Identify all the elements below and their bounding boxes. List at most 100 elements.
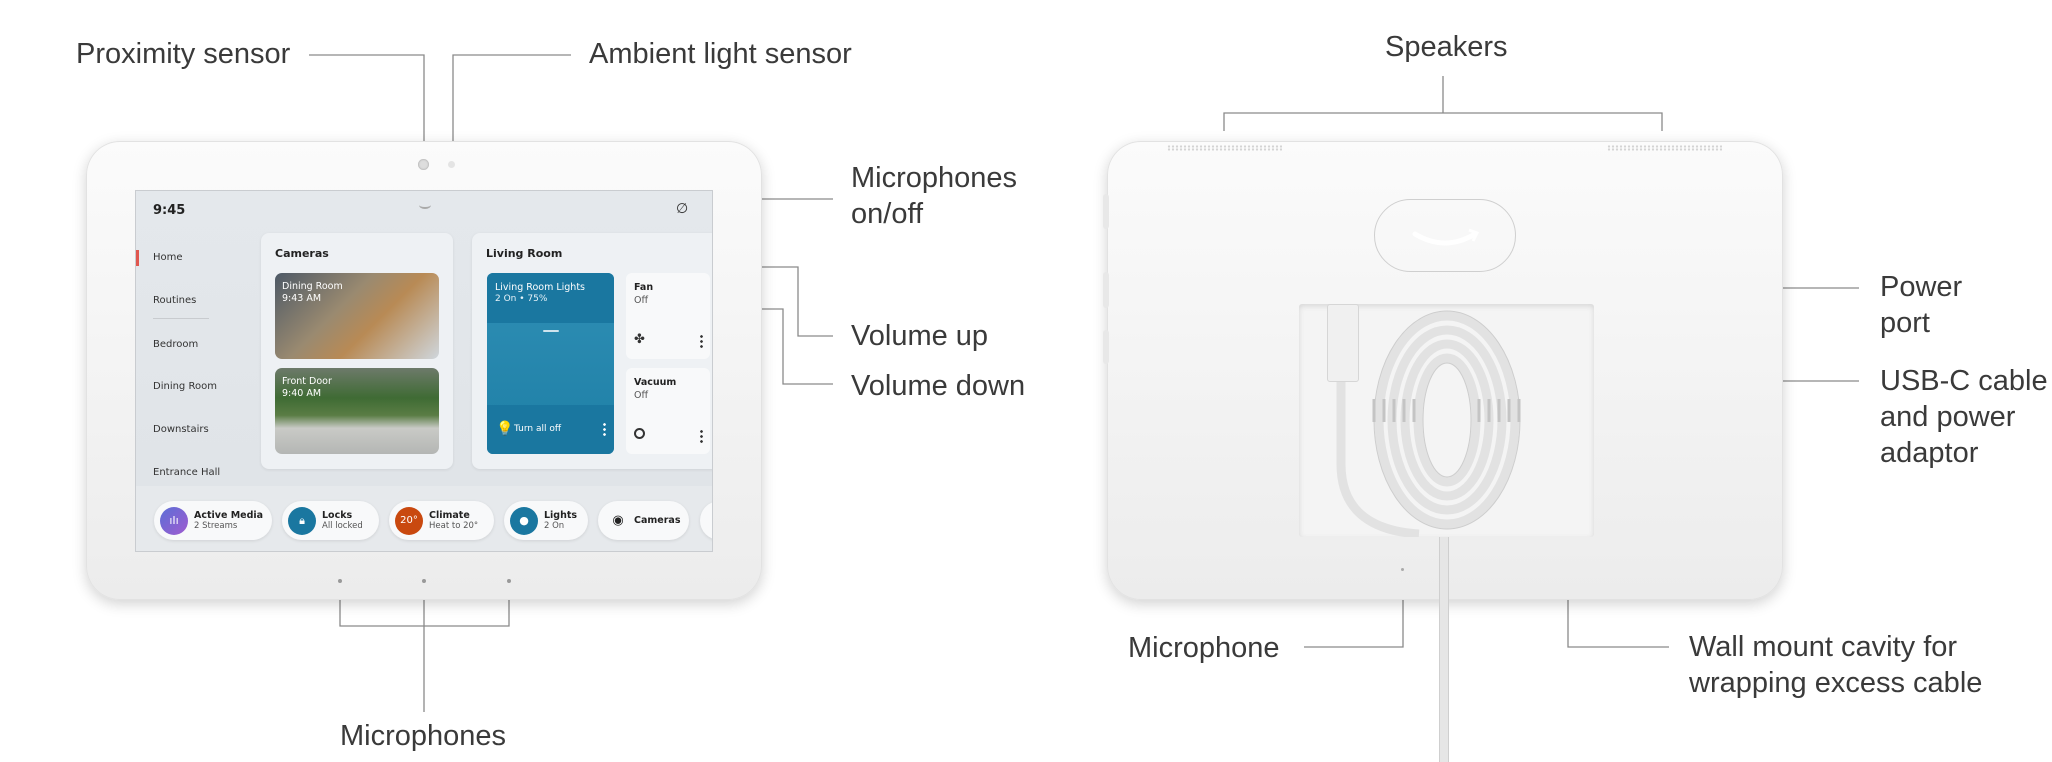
label-power-port: Power port: [1880, 269, 1962, 341]
label-line: Microphones: [851, 162, 1018, 194]
microphone-hole: [1401, 568, 1404, 571]
nav-bedroom[interactable]: Bedroom: [153, 339, 199, 350]
lock-icon: 🔒︎: [288, 506, 316, 535]
chip-sub: 2 Streams: [194, 520, 238, 531]
vacuum-status: Off: [634, 390, 649, 401]
camera-feed-time: 9:43 AM: [282, 293, 322, 304]
label-line: Power: [1880, 271, 1963, 303]
chip-title: Climate: [429, 509, 470, 521]
mic-toggle-button: [1103, 194, 1109, 229]
amazon-logo-plate: [1374, 199, 1516, 272]
nav-entrance-hall[interactable]: Entrance Hall: [153, 467, 221, 478]
label-volume-down: Volume down: [851, 370, 1026, 402]
label-speakers: Speakers: [1385, 31, 1508, 63]
thermostat-badge: 20°: [395, 506, 423, 535]
label-volume-up: Volume up: [851, 320, 989, 352]
lights-footer: [487, 405, 614, 454]
label-microphones-onoff: Microphones on/off: [851, 160, 1017, 232]
label-microphones: Microphones: [340, 720, 507, 752]
ambient-sensor-dot: [448, 161, 455, 168]
nav-divider: [153, 318, 209, 319]
fan-status: Off: [634, 295, 649, 306]
turn-all-off-button[interactable]: Turn all off: [514, 424, 562, 434]
lights-status: 2 On • 75%: [495, 294, 548, 304]
lightbulb-icon: ●: [510, 506, 538, 535]
nav-routines[interactable]: Routines: [153, 295, 197, 306]
nav-active-indicator: [136, 250, 139, 266]
device-back: [1103, 141, 1783, 600]
chip-sub: 2 On: [544, 520, 565, 531]
chip-title: Lights: [544, 509, 578, 521]
camera-icon: ◉: [612, 513, 624, 528]
nav-dining-room[interactable]: Dining Room: [153, 381, 217, 392]
volume-up-leader: [762, 266, 833, 337]
mic-hole: [422, 579, 426, 583]
ambient-leader: [452, 54, 571, 157]
lights-tile[interactable]: Living Room Lights 2 On • 75% 💡 Turn all…: [487, 273, 614, 454]
proximity-leader: [309, 54, 425, 157]
volume-down-button: [1103, 330, 1109, 364]
chip-cameras[interactable]: ◉ Cameras: [598, 501, 689, 540]
nav-downstairs[interactable]: Downstairs: [153, 424, 209, 435]
lightbulb-icon: 💡: [496, 421, 514, 437]
label-proximity-sensor: Proximity sensor: [76, 38, 291, 70]
label-line: USB-C cable: [1880, 365, 2048, 397]
label-line: and power: [1880, 401, 2016, 433]
speaker-grille-right: [1607, 145, 1722, 151]
cameras-card-title: Cameras: [275, 247, 329, 260]
volume-down-leader: [762, 308, 833, 385]
chip-title: Active Media: [194, 509, 264, 521]
vacuum-name: Vacuum: [634, 377, 677, 388]
brightness-slider-handle[interactable]: [543, 330, 559, 332]
pull-down-handle[interactable]: [419, 201, 431, 209]
living-room-title: Living Room: [486, 247, 563, 260]
vacuum-icon: [634, 428, 645, 439]
living-room-card: Living Room Living Room Lights 2 On • 75…: [472, 233, 712, 469]
chip-sub: Heat to 20°: [429, 520, 479, 531]
chip-title: Cameras: [634, 515, 681, 526]
lights-tile-header: [487, 273, 614, 323]
chip-more[interactable]: [700, 501, 712, 540]
nav-home[interactable]: Home: [153, 252, 183, 263]
label-wall-mount-cavity: Wall mount cavity for wrapping excess cab…: [1689, 629, 1982, 701]
speaker-grille-left: [1167, 145, 1282, 151]
wall-mount-cavity: [1299, 304, 1594, 537]
label-ambient-light-sensor: Ambient light sensor: [589, 38, 852, 70]
camera-feed-front-door[interactable]: Front Door 9:40 AM: [275, 368, 439, 454]
more-options-icon[interactable]: [700, 429, 703, 443]
clock: 9:45: [153, 203, 186, 218]
camera-feed-dining-room[interactable]: Dining Room 9:43 AM: [275, 273, 439, 359]
lights-name: Living Room Lights: [495, 282, 585, 293]
camera-feed-name: Dining Room: [282, 281, 343, 292]
more-options-icon[interactable]: [700, 334, 703, 348]
usb-c-connector: [1327, 304, 1359, 382]
label-line: port: [1880, 307, 1930, 339]
fan-tile[interactable]: Fan Off ✤: [626, 273, 710, 359]
camera-feed-time: 9:40 AM: [282, 388, 322, 399]
label-line: on/off: [851, 198, 924, 230]
speakers-bracket: [1223, 112, 1663, 131]
equalizer-icon: ıIı: [160, 506, 188, 535]
label-line: Wall mount cavity for: [1689, 631, 1958, 663]
fan-name: Fan: [634, 282, 654, 293]
amazon-smile-logo: [1412, 228, 1480, 246]
camera-feed-name: Front Door: [282, 376, 332, 387]
chip-sub: All locked: [322, 520, 363, 531]
device-screen: 9:45 ∅ Home Routines Bedroom Dining Room…: [135, 190, 713, 552]
vacuum-tile[interactable]: Vacuum Off: [626, 368, 710, 454]
cameras-card: Cameras Dining Room 9:43 AM Front Door 9…: [261, 233, 453, 469]
label-line: wrapping excess cable: [1689, 667, 1983, 699]
mic-off-icon[interactable]: ∅: [676, 201, 689, 217]
power-cable: [1439, 537, 1449, 762]
label-line: adaptor: [1880, 437, 1979, 469]
mic-hole: [338, 579, 342, 583]
more-options-icon[interactable]: [603, 422, 606, 436]
proximity-sensor-dot: [418, 159, 429, 170]
chip-title: Locks: [322, 509, 353, 521]
volume-up-button: [1103, 272, 1109, 308]
fan-icon: ✤: [634, 332, 645, 347]
